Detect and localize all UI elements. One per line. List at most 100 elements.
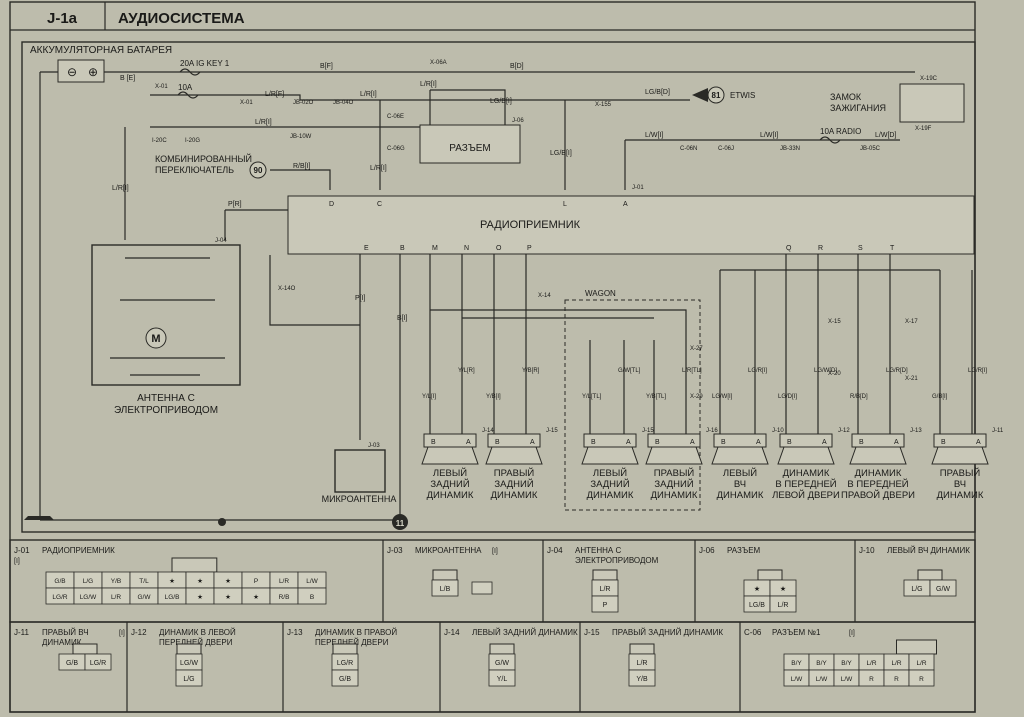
ref-x20: X-20 <box>828 371 841 377</box>
speaker-label-line: ЛЕВЫЙ <box>723 467 757 479</box>
connector-pin-label: ★ <box>253 593 259 601</box>
speaker-pin-a: A <box>976 439 981 446</box>
speaker-pin-b: B <box>431 439 436 446</box>
front-speaker-wires <box>719 254 973 440</box>
speaker-icon <box>421 446 479 465</box>
speaker-pin-b: B <box>859 439 864 446</box>
microantenna-box <box>334 449 386 493</box>
wire-label-bd: B[D] <box>510 63 524 70</box>
legend-row1-dividers <box>382 540 856 622</box>
speaker-label-line: ДИНАМИК <box>587 490 634 501</box>
speaker-wire-label: Y/L[I] <box>422 394 436 400</box>
ref-x19f: X-19F <box>915 126 932 132</box>
legend-tag: [I] <box>849 630 855 637</box>
header-code: J-1a <box>47 10 78 27</box>
wire-label-lgbd: LG/B[D] <box>645 89 670 96</box>
legend-code: J-11 <box>14 628 30 637</box>
microantenna-label: МИКРОАНТЕННА <box>322 494 397 504</box>
speaker-label-line: В ПЕРЕДНЕЙ <box>847 478 908 490</box>
wire-label-lrv: L/R[I] <box>370 165 387 172</box>
wire-label-pr: P[R] <box>228 201 242 208</box>
speaker-label-line: ЗАДНИЙ <box>590 478 630 490</box>
speaker-icon <box>645 446 703 465</box>
etwis-ref: 81 <box>712 91 721 100</box>
fuse-radio <box>819 136 841 144</box>
legend-code: J-04 <box>547 546 563 555</box>
wire-label-lri: L/R[I] <box>360 91 377 98</box>
radio-pin-e: E <box>364 245 369 252</box>
speaker-wire-label: LG/W[D] <box>814 368 837 374</box>
connector-pin-label: ★ <box>780 585 786 593</box>
speaker-ref: J-15 <box>642 428 654 434</box>
connector-key-tab <box>592 569 618 581</box>
speaker-pin-a: A <box>626 439 631 446</box>
connector-pin-label: ★ <box>225 593 231 601</box>
wagon-speaker-wires <box>589 340 687 440</box>
connector-pin-cell <box>175 669 203 687</box>
antenna-label-2: ЭЛЕКТРОПРИВОДОМ <box>114 405 218 416</box>
wagon-label: WAGON <box>585 289 616 298</box>
ref-x01b: X-01 <box>240 100 253 106</box>
ref-j03: J-03 <box>368 443 380 449</box>
speaker-icon <box>931 446 989 465</box>
speaker-pin-a: A <box>690 439 695 446</box>
speaker-wire-label: Y/L[R] <box>458 368 475 374</box>
speaker-pin-b: B <box>655 439 660 446</box>
speaker-label-line: ВЧ <box>954 479 966 490</box>
connector-pin-label: L/R <box>866 660 876 667</box>
connector-pin-label: B/Y <box>816 660 827 667</box>
wire-label-lwi: L/W[I] <box>645 132 663 139</box>
connector-pin-label: P <box>603 602 608 609</box>
header-title: АУДИОСИСТЕМА <box>118 10 245 27</box>
connector-pin-label: ★ <box>754 585 760 593</box>
connector-pin-label: L/W <box>816 676 828 683</box>
speaker-ref: J-12 <box>838 428 850 434</box>
ref-x15: X-15 <box>828 319 841 325</box>
legend-title: МИКРОАНТЕННА <box>415 546 482 555</box>
speaker-label-line: В ПЕРЕДНЕЙ <box>775 478 836 490</box>
connector-pin-cell <box>431 579 459 597</box>
battery-minus-icon: ⊖ <box>67 65 77 79</box>
legend-title: ЭЛЕКТРОПРИВОДОМ <box>575 556 659 565</box>
connector-key-tab <box>917 569 943 581</box>
fuse-ig-label: 20A IG KEY 1 <box>180 59 230 68</box>
ref-x19c: X-19C <box>920 76 938 82</box>
connector-pin-label: R/B <box>279 594 290 601</box>
wire-label-lrf: L/R[F] <box>265 91 284 98</box>
ref-c06n: C-06N <box>680 146 697 152</box>
connector-pin-label: LG/W <box>180 660 198 667</box>
wire-x14o <box>269 255 360 326</box>
radio-pin-l: L <box>563 201 567 208</box>
connector-key-tab <box>72 643 98 655</box>
speaker-label-line: ДИНАМИК <box>651 490 698 501</box>
radio-pin-m: M <box>432 245 438 252</box>
legend-code: C-06 <box>744 628 762 637</box>
wire-label-lr-top: L/R[I] <box>420 81 437 88</box>
connector-pin-cell <box>628 669 656 687</box>
radio-pin-p: P <box>527 245 532 252</box>
wire-label-lgb: LG/B[I] <box>490 98 512 105</box>
connector-key-tab <box>896 639 937 655</box>
speaker-ref: J-15 <box>546 428 558 434</box>
ref-x27: X-27 <box>690 346 703 352</box>
switch-ref-circle <box>249 161 267 179</box>
speaker-label-line: ЗАДНИЙ <box>494 478 534 490</box>
wire-label-bi: B[I] <box>397 315 408 322</box>
connector-key-tab <box>489 643 515 655</box>
radio-pin-a: A <box>623 201 628 208</box>
fuse-radio-label: 10A RADIO <box>820 127 861 136</box>
connector-pin-label: L/B <box>440 586 451 593</box>
connector-pin-label: Y/B <box>111 578 121 585</box>
speaker-pin-b: B <box>721 439 726 446</box>
connector-pin-cell <box>488 669 516 687</box>
legend-title: ЛЕВЫЙ ЗАДНИЙ ДИНАМИК <box>472 628 578 637</box>
wagon-cross-wires <box>430 309 687 340</box>
speaker-label-line: ЛЕВЫЙ <box>593 467 627 479</box>
